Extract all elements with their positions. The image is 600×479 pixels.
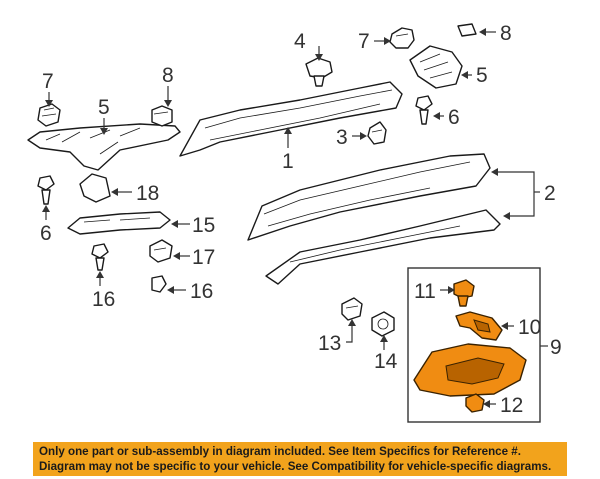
callout-15: 15	[192, 214, 215, 237]
callout-16-left: 16	[92, 288, 115, 311]
part-3-clip	[367, 121, 387, 145]
part-5-left-molding	[27, 123, 181, 171]
assembly-9-box	[407, 267, 541, 423]
callout-9: 9	[550, 336, 562, 359]
parts-diagram: 7 5 8 4 7 8 5 6 3 1 2 6 18 15 16 17 16 1…	[27, 22, 562, 423]
callout-8-left: 8	[162, 64, 174, 87]
disclaimer-line-2: Diagram may not be specific to your vehi…	[39, 460, 552, 473]
callout-17: 17	[192, 246, 215, 269]
disclaimer-banner: Only one part or sub-assembly in diagram…	[33, 442, 567, 476]
part-11-bolt	[453, 279, 475, 307]
callout-labels: 7 5 8 4 7 8 5 6 3 1 2 6 18 15 16 17 16 1…	[40, 22, 562, 417]
callout-13: 13	[318, 332, 341, 355]
callout-6-left: 6	[40, 222, 52, 245]
callout-2: 2	[544, 182, 556, 205]
part-8-right-clip	[457, 23, 477, 37]
disclaimer-line-1: Only one part or sub-assembly in diagram…	[39, 445, 521, 458]
leader-lines	[42, 28, 548, 408]
callout-18: 18	[136, 182, 159, 205]
callout-7-left: 7	[42, 70, 54, 93]
part-8-left-clip	[151, 105, 173, 127]
part-17-clip	[149, 239, 173, 263]
callout-1: 1	[282, 150, 294, 173]
part-1-rocker-molding	[179, 81, 403, 157]
part-6-left-bolt	[37, 175, 55, 205]
part-14-grommet	[371, 311, 395, 337]
part-16-right-bolt	[151, 275, 167, 293]
callout-16-right: 16	[190, 280, 213, 303]
callout-6-right: 6	[448, 106, 460, 129]
part-12-clip	[465, 393, 485, 413]
callout-10: 10	[518, 316, 541, 339]
part-15-molding	[67, 211, 171, 235]
part-13-clip	[341, 297, 363, 321]
part-5-right-bracket	[409, 45, 463, 89]
part-6-right-bolt	[415, 95, 433, 125]
callout-4: 4	[294, 30, 306, 53]
part-10-bracket	[455, 311, 503, 341]
part-9-lamp-cover	[413, 343, 527, 397]
part-16-left-bolt	[91, 243, 109, 271]
part-4-push-clip	[305, 57, 333, 87]
callout-11: 11	[414, 280, 436, 303]
part-18-bracket	[79, 173, 111, 203]
part-7-left-clip	[37, 103, 61, 127]
callout-3: 3	[336, 126, 348, 149]
callout-8-right: 8	[500, 22, 512, 45]
callout-5-left: 5	[98, 96, 110, 119]
callout-12: 12	[500, 394, 523, 417]
part-2-sill-extension	[247, 153, 501, 285]
callout-14: 14	[374, 350, 398, 373]
callout-5-right: 5	[476, 64, 488, 87]
callout-7-right: 7	[358, 30, 370, 53]
part-7-right-clip	[389, 27, 415, 49]
